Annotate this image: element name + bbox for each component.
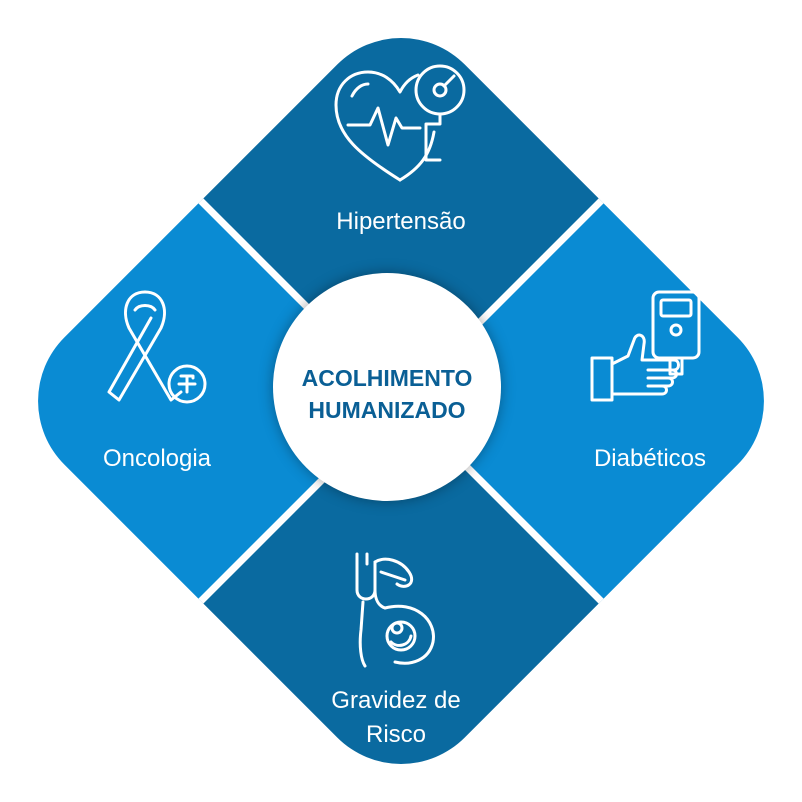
segment-label-gravidez-de-risco: Gravidez de Risco — [296, 684, 496, 752]
segment-label-oncologia: Oncologia — [102, 445, 212, 472]
segment-label-line: Gravidez de — [331, 687, 461, 714]
pregnancy-stethoscope-icon — [345, 550, 445, 670]
segment-label-line: Risco — [365, 721, 426, 748]
center-title-line: HUMANIZADO — [308, 397, 466, 423]
center-circle — [273, 273, 501, 501]
segment-label-hipertensao: Hipertensão — [336, 208, 466, 235]
center-title-line: ACOLHIMENTO — [301, 365, 473, 391]
cancer-ribbon-icon — [105, 288, 211, 410]
center-title: ACOLHIMENTO HUMANIZADO — [273, 362, 501, 426]
segment-label-diabeticos: Diabéticos — [593, 445, 707, 472]
glucose-meter-hand-icon — [588, 288, 703, 406]
heart-pressure-gauge-icon — [330, 60, 470, 185]
